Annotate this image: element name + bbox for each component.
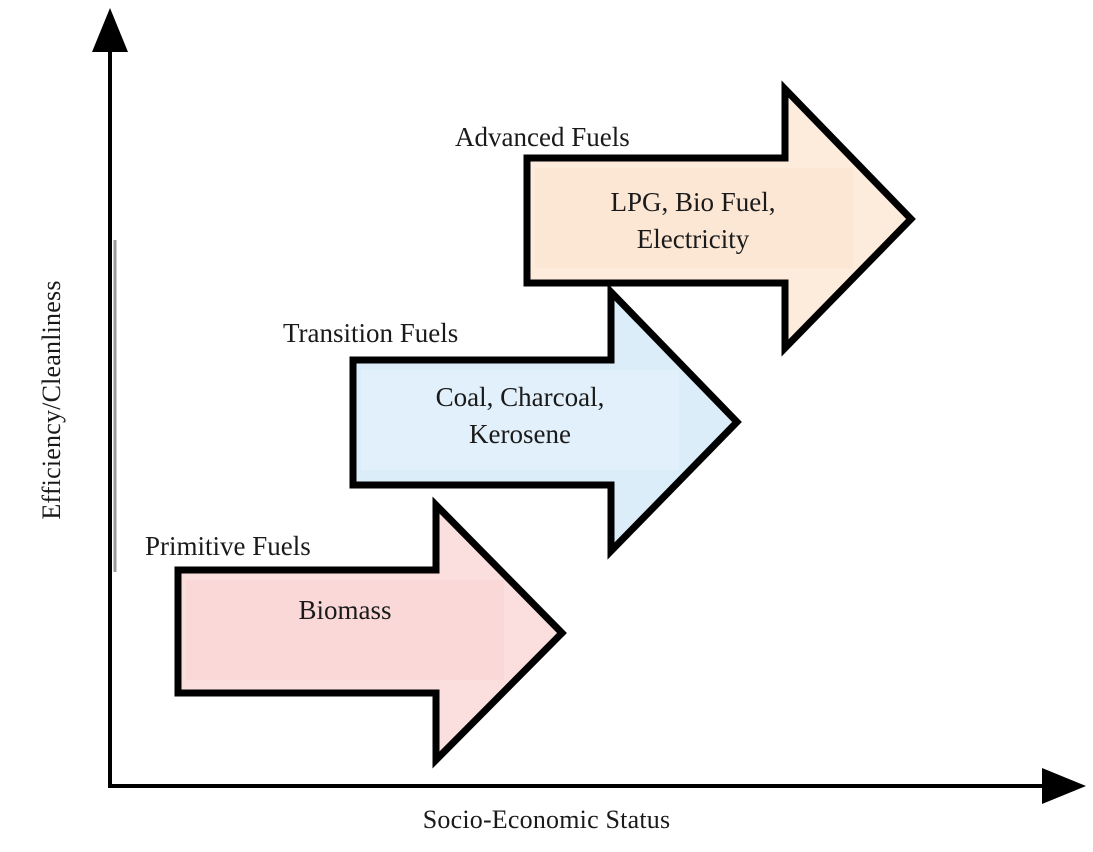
arrow-primitive-fuels — [174, 496, 567, 769]
tier-body-primitive: Biomass — [298, 595, 392, 625]
tier-title-advanced: Advanced Fuels — [455, 122, 630, 152]
tier-body-advanced: LPG, Bio Fuel,Electricity — [610, 187, 776, 255]
arrow-primitive-fuels-inner-band — [186, 580, 504, 680]
tier-body-transition: Coal, Charcoal,Kerosene — [435, 382, 605, 450]
y-axis — [92, 8, 128, 788]
arrow-advanced-fuels-inner-band — [535, 168, 853, 268]
arrow-advanced-fuels — [523, 80, 916, 357]
x-axis — [110, 768, 1086, 804]
y-axis-label: Efficiency/Cleanliness — [37, 280, 66, 520]
x-axis-label: Socio-Economic Status — [422, 805, 671, 834]
tier-title-primitive: Primitive Fuels — [145, 531, 311, 561]
arrow-transition-fuels — [349, 283, 742, 560]
arrow-transition-fuels-inner-band — [361, 370, 679, 470]
tier-title-transition: Transition Fuels — [283, 318, 459, 348]
x-axis-arrowhead-icon — [1042, 768, 1086, 804]
y-axis-arrowhead-icon — [92, 8, 128, 52]
